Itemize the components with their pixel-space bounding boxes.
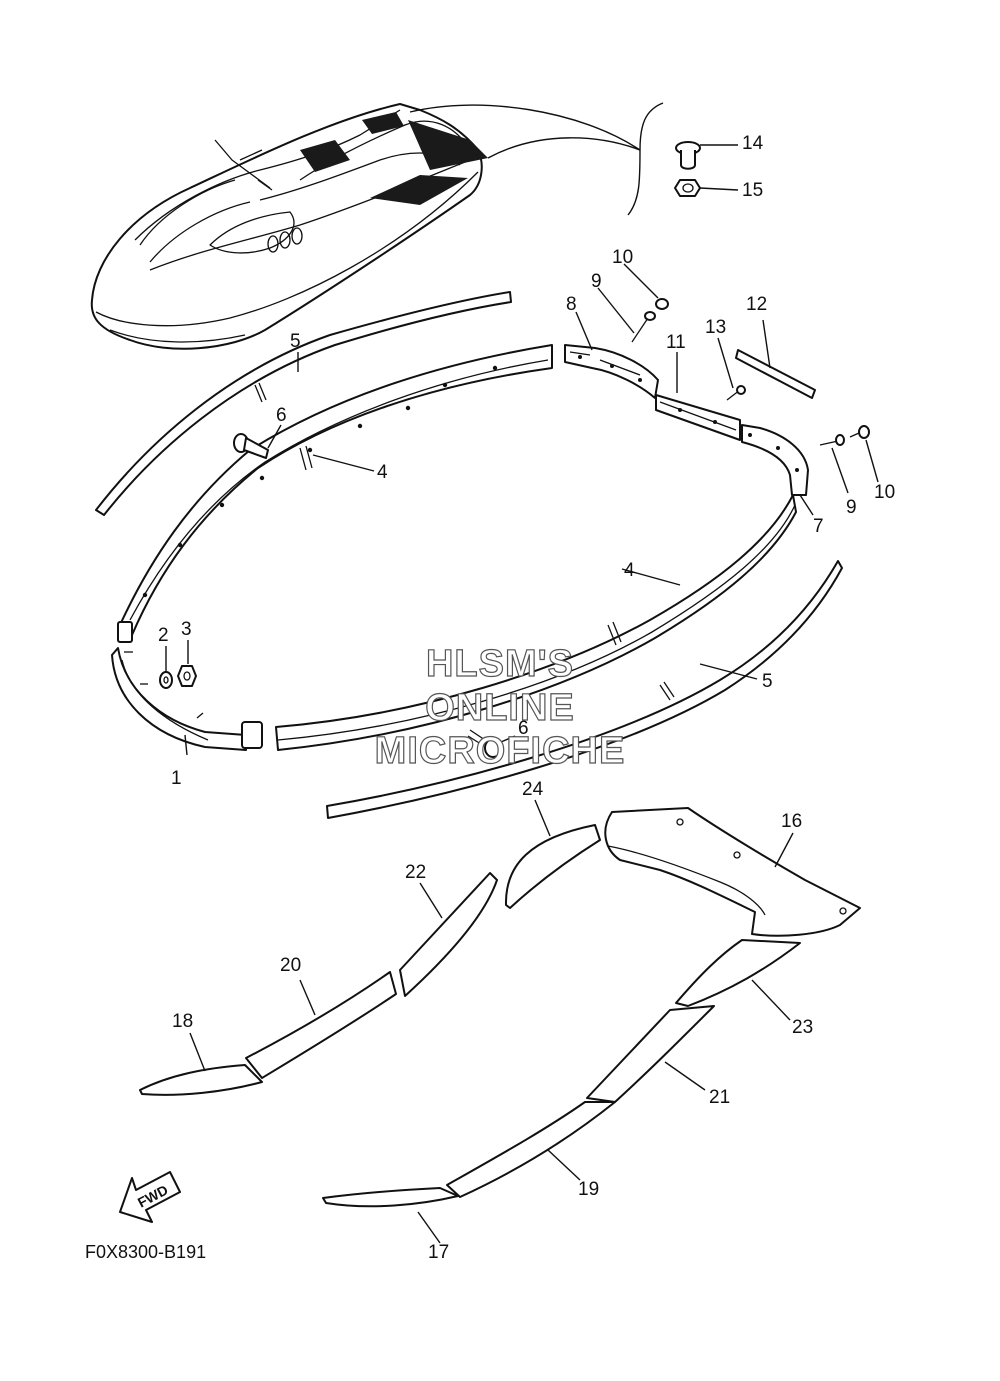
rail-part-4-right [275, 494, 797, 751]
corner-piece-part-7 [741, 424, 809, 496]
rivet-part-9-upper [631, 311, 656, 343]
screw-part-13 [726, 385, 746, 401]
grommet-part-14 [675, 141, 701, 170]
gunwale-strip-part-5-lower [326, 560, 843, 819]
leader-lines [165, 144, 879, 1244]
nut-part-3 [177, 665, 197, 687]
mat-part-22 [399, 872, 498, 997]
stern-strip-part-11 [655, 394, 741, 441]
washer-part-2 [159, 671, 173, 689]
mat-part-24 [504, 824, 601, 909]
callout-24: 24 [522, 779, 544, 800]
mat-part-17 [322, 1187, 459, 1208]
callout-6-upper: 6 [276, 405, 287, 426]
watermark-line-3: MICROFICHE [375, 730, 626, 772]
callout-1: 1 [171, 768, 182, 789]
bow-rail-part-1 [111, 621, 263, 751]
callout-11: 11 [666, 332, 686, 353]
detail-inset [627, 102, 701, 216]
callout-6-lower: 6 [518, 718, 529, 739]
rivet-part-9-lower [819, 434, 845, 446]
callout-5-lower: 5 [762, 671, 773, 692]
callout-23: 23 [792, 1017, 813, 1038]
mat-part-16 [604, 807, 861, 937]
corner-piece-part-8 [564, 344, 659, 399]
watermark-line-1: HLSM'S [426, 643, 574, 685]
mat-part-18 [139, 1064, 263, 1096]
callout-4-lower: 4 [624, 560, 635, 581]
callout-13: 13 [705, 317, 726, 338]
screw-part-6-upper [233, 433, 269, 459]
callout-20: 20 [280, 955, 301, 976]
callout-14: 14 [742, 133, 764, 154]
callout-7: 7 [813, 516, 824, 537]
cap-part-10-lower [849, 425, 870, 439]
callout-2: 2 [158, 625, 169, 646]
nut-part-15 [674, 179, 701, 197]
screw-part-6-lower [467, 729, 502, 758]
forward-direction-arrow: FWD [119, 1171, 181, 1223]
callout-4-upper: 4 [377, 462, 388, 483]
callout-3: 3 [181, 619, 192, 640]
callout-10-upper: 10 [612, 247, 633, 268]
callout-17: 17 [428, 1242, 449, 1263]
gunwale-strip-part-5-upper [95, 291, 512, 516]
callout-9-upper: 9 [591, 271, 602, 292]
mat-part-23 [675, 939, 801, 1007]
mat-part-21 [586, 1005, 715, 1103]
diagram-code: F0X8300-B191 [85, 1242, 206, 1262]
callout-22: 22 [405, 862, 426, 883]
callout-10-lower: 10 [874, 482, 895, 503]
callout-9-lower: 9 [846, 497, 857, 518]
cap-part-10-upper [655, 298, 669, 310]
callout-18: 18 [172, 1011, 193, 1032]
trim-strip-part-12 [735, 349, 816, 399]
callout-16: 16 [781, 811, 802, 832]
callout-labels: 1 2 3 4 4 5 5 6 6 7 8 9 9 10 10 11 12 13… [158, 133, 895, 1263]
callout-19: 19 [578, 1179, 599, 1200]
mat-part-19 [446, 1101, 616, 1198]
watermark: HLSM'S ONLINE MICROFICHE [374, 642, 626, 772]
mat-part-20 [245, 971, 397, 1079]
callout-8: 8 [566, 294, 577, 315]
watermark-line-2: ONLINE [425, 687, 575, 729]
rail-part-4-left [119, 344, 553, 636]
callout-5-upper: 5 [290, 331, 301, 352]
watercraft-illustration [90, 103, 641, 350]
callout-12: 12 [746, 294, 767, 315]
callout-21: 21 [709, 1087, 730, 1108]
callout-15: 15 [742, 180, 763, 201]
